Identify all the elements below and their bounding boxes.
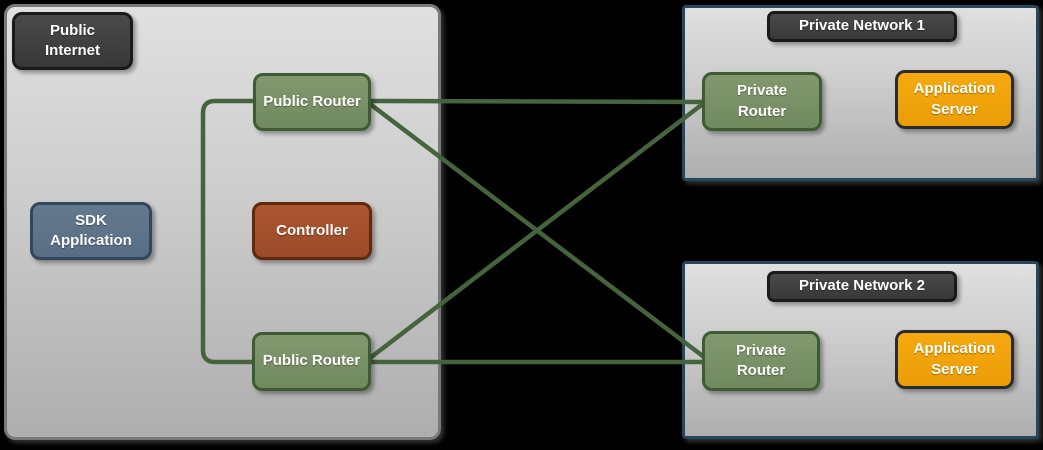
public-internet-zone-label: Public Internet xyxy=(12,12,133,70)
sdk-application-node: SDK Application xyxy=(30,202,152,260)
private-router-1-node: Private Router xyxy=(702,72,822,131)
application-server-2-node: Application Server xyxy=(895,330,1014,389)
public-router-top-node: Public Router xyxy=(253,73,371,131)
application-server-1-node: Application Server xyxy=(895,70,1014,129)
controller-node: Controller xyxy=(252,202,372,260)
public-router-bottom-node: Public Router xyxy=(252,332,371,391)
private-network-1-zone-label: Private Network 1 xyxy=(767,11,957,42)
private-network-2-zone-label: Private Network 2 xyxy=(767,271,957,302)
private-router-2-node: Private Router xyxy=(702,331,820,391)
